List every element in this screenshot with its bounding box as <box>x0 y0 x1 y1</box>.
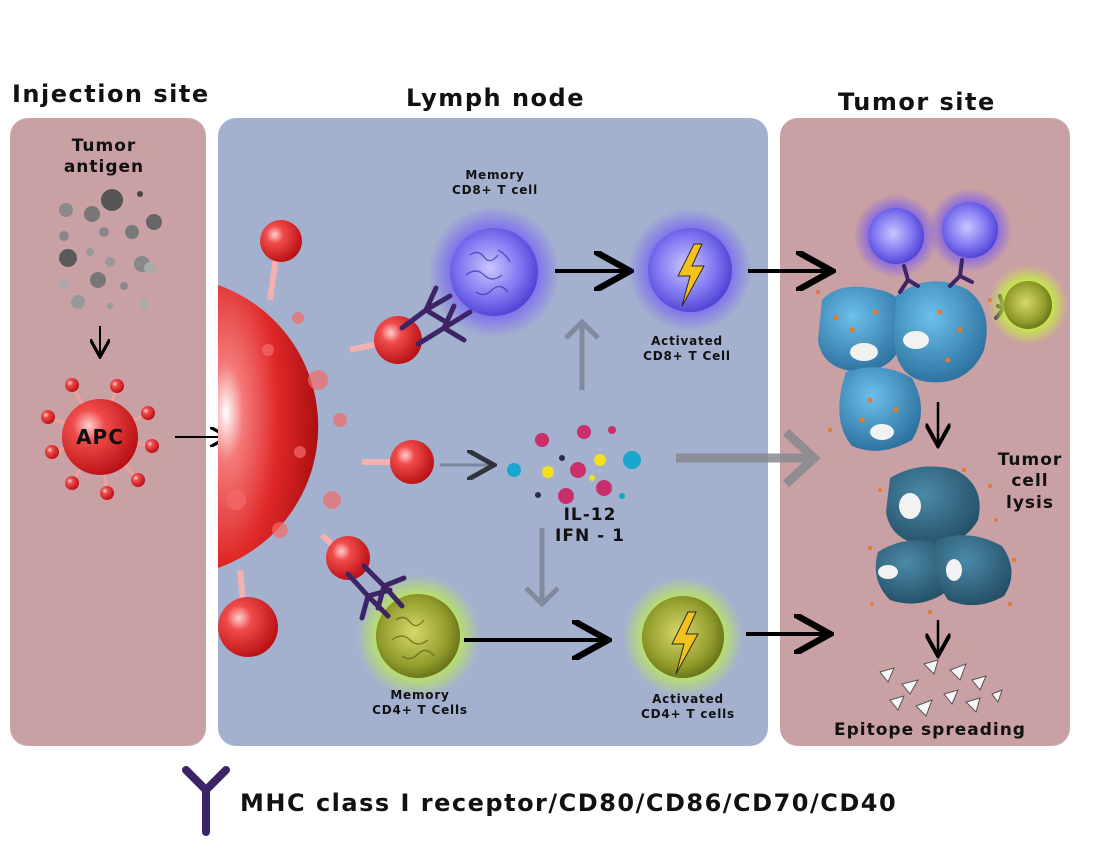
attacking-cd8-cells <box>854 188 1014 320</box>
memory-cd4-label: Memory CD4+ T Cells <box>372 688 468 717</box>
tumor-site-title: Tumor site <box>838 88 996 116</box>
epitope-fragments <box>879 659 1003 717</box>
cytokine-arrows <box>524 318 821 608</box>
tumor-antigen-particles <box>59 189 162 309</box>
epitope-spreading-label: Epitope spreading <box>834 720 1026 740</box>
memory-cd4-t-cell <box>356 574 480 698</box>
apc-cell-large <box>218 220 434 657</box>
apc-cell-small <box>41 378 159 500</box>
lymph-node-title: Lymph node <box>406 84 585 112</box>
mhc-receptor-pair-cd8 <box>399 285 473 347</box>
mhc-receptor-icon <box>182 766 230 836</box>
activated-cd8-label: Activated CD8+ T Cell <box>643 334 731 363</box>
cytokine-particles <box>507 425 641 504</box>
activated-cd4-t-cell <box>623 577 743 697</box>
lysed-tumor-cells <box>868 466 1016 614</box>
tumor-cell-lysis-label: Tumor cell lysis <box>997 450 1063 513</box>
memory-cd8-label: Memory CD8+ T cell <box>452 168 538 197</box>
attacking-cd4-cell <box>988 265 1068 345</box>
lightning-icon <box>671 611 699 675</box>
mhc-receptor-pair-cd4 <box>345 563 407 621</box>
cytokine-label: IL-12 IFN - 1 <box>555 505 625 547</box>
tumor-antigen-label: Tumor antigen <box>63 136 145 178</box>
legend-label: MHC class I receptor/CD80/CD86/CD70/CD40 <box>240 789 898 817</box>
memory-cd8-t-cell <box>428 206 560 338</box>
activated-cd4-label: Activated CD4+ T cells <box>641 692 735 721</box>
tumor-cells-cluster <box>816 281 992 451</box>
injection-site-title: Injection site <box>12 80 210 108</box>
apc-label: APC <box>76 425 124 449</box>
activated-cd8-t-cell <box>628 208 752 332</box>
lightning-icon <box>677 243 705 307</box>
